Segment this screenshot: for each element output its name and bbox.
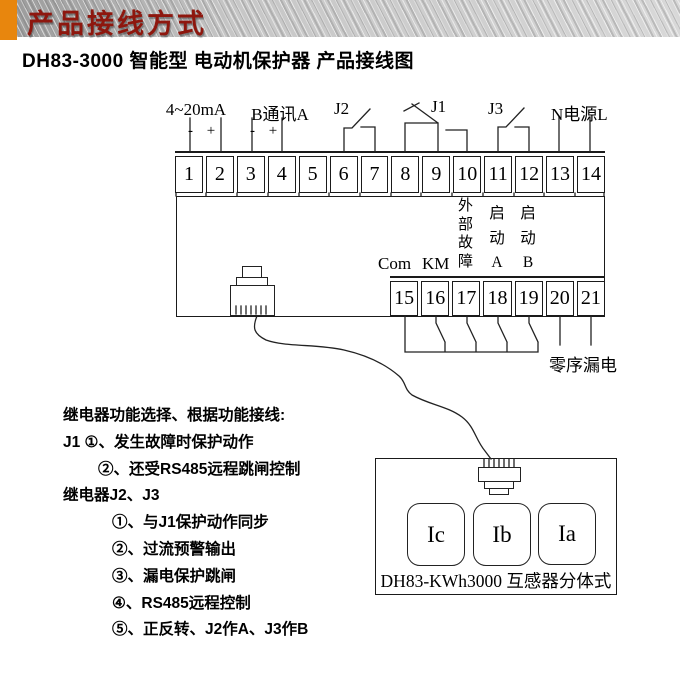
label-relay-j3: J3 bbox=[488, 99, 504, 118]
terminal-12: 12 bbox=[515, 156, 544, 193]
terminal-6: 6 bbox=[329, 156, 358, 193]
label-start-b: 启动B bbox=[520, 205, 536, 271]
common-bus bbox=[404, 315, 539, 353]
leakage-wires bbox=[559, 315, 592, 346]
note-line: ④、RS485远程控制 bbox=[112, 594, 251, 612]
terminal-18: 18 bbox=[483, 281, 512, 316]
note-line: ③、漏电保护跳闸 bbox=[112, 567, 237, 585]
terminal-11: 11 bbox=[484, 156, 513, 193]
terminal-1: 1 bbox=[175, 156, 203, 193]
label-start-a: 启动A bbox=[489, 205, 505, 271]
note-line: 继电器功能选择、根据功能接线: bbox=[63, 407, 286, 424]
label-relay-j2: J2 bbox=[334, 99, 350, 118]
terminal-5: 5 bbox=[298, 156, 327, 193]
label-relay-j1: J1 bbox=[431, 97, 447, 116]
note-line: ①、与J1保护动作同步 bbox=[112, 514, 269, 532]
terminal10-hook bbox=[445, 129, 468, 152]
label-leakage: 零序漏电 bbox=[549, 356, 617, 375]
bottom-terminal-strip: 15 16 17 18 19 20 21 bbox=[390, 276, 605, 316]
terminal-8: 8 bbox=[391, 156, 420, 193]
page-title: 产品接线方式 bbox=[27, 9, 207, 39]
terminal-19: 19 bbox=[514, 281, 543, 316]
note-line: ②、还受RS485远程跳闸控制 bbox=[98, 460, 301, 478]
terminal-13: 13 bbox=[546, 156, 574, 193]
terminal-3: 3 bbox=[236, 156, 265, 193]
ct-phase-a: Ia bbox=[538, 503, 596, 565]
relay-function-notes: 继电器功能选择、根据功能接线: J1 ①、发生故障时保护动作 ②、还受RS485… bbox=[63, 403, 423, 644]
ct-connector bbox=[478, 467, 521, 482]
label-com: Com bbox=[378, 254, 412, 273]
note-line: ②、过流预警输出 bbox=[112, 540, 237, 558]
terminal-7: 7 bbox=[360, 156, 389, 193]
label-analog-output: 4~20mA bbox=[165, 100, 227, 119]
body-connector bbox=[230, 285, 275, 316]
input-switch-blades bbox=[435, 315, 539, 343]
terminal-16: 16 bbox=[421, 281, 450, 316]
terminal-2: 2 bbox=[205, 156, 234, 193]
note-line: 继电器J2、J3 bbox=[63, 487, 160, 505]
terminal-4: 4 bbox=[267, 156, 296, 193]
ct-connector-cap bbox=[489, 488, 509, 495]
terminal-10: 10 bbox=[453, 156, 482, 193]
label-km: KM bbox=[422, 254, 450, 273]
ct-phase-b: Ib bbox=[473, 503, 531, 566]
note-line: J1 ①、发生故障时保护动作 bbox=[63, 433, 254, 451]
label-power-nl: N电源L bbox=[551, 105, 608, 124]
ct-phase-c: Ic bbox=[407, 503, 465, 566]
header-accent-bar bbox=[0, 0, 17, 40]
ct-unit-caption: DH83-KWh3000 互感器分体式 bbox=[380, 571, 612, 591]
label-rs485-polarity: - + bbox=[250, 123, 283, 139]
terminal-9: 9 bbox=[422, 156, 451, 193]
label-analog-polarity: - + bbox=[188, 123, 221, 139]
terminal-20: 20 bbox=[545, 281, 574, 316]
label-external-fault: 外部故障 bbox=[457, 198, 473, 270]
top-terminal-strip: 1 2 3 4 5 6 7 8 9 10 11 12 13 14 bbox=[175, 151, 605, 193]
page-header bbox=[0, 0, 680, 37]
terminal-21: 21 bbox=[576, 281, 605, 316]
diagram-subtitle: DH83-3000 智能型 电动机保护器 产品接线图 bbox=[22, 51, 415, 72]
terminal-14: 14 bbox=[576, 156, 605, 193]
terminal-15: 15 bbox=[390, 281, 419, 316]
terminal-17: 17 bbox=[452, 281, 481, 316]
note-line: ⑤、正反转、J2作A、J3作B bbox=[112, 621, 309, 639]
label-rs485-comm: B通讯A bbox=[251, 105, 309, 124]
